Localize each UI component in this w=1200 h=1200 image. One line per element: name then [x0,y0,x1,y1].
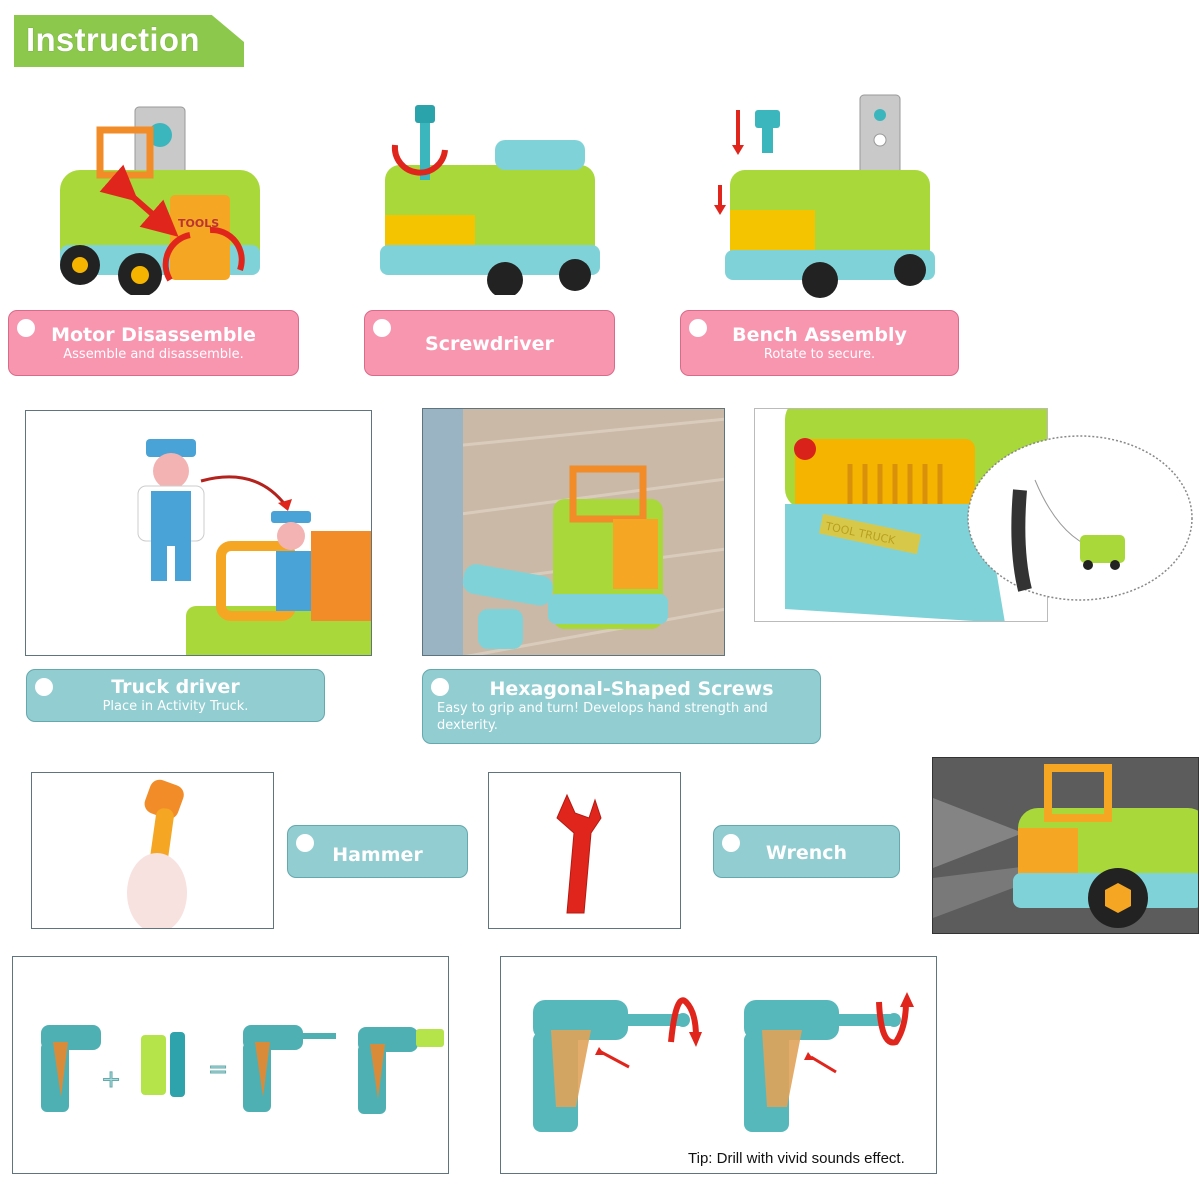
bullet-dot-icon [431,678,449,696]
equals-icon: = [208,1055,228,1083]
label-title: Motor Disassemble [51,324,256,346]
header-title: Instruction [26,21,200,58]
truck-driver-frame [25,410,372,656]
bullet-dot-icon [17,319,35,337]
label-screwdriver: Screwdriver [364,310,615,376]
drill-tip-text: Tip: Drill with vivid sounds effect. [688,1150,905,1167]
drill-rotation-frame: Tip: Drill with vivid sounds effect. [500,956,937,1174]
motor-disassemble-image: TOOLS [60,106,260,295]
tool-truck-closeup-frame: TOOL TRUCK [754,408,1048,622]
label-subtitle: Assemble and disassemble. [63,347,244,362]
hammer-frame [31,772,274,929]
label-hexagonal-screws: Hexagonal-Shaped Screws Easy to grip and… [422,669,821,744]
drill-attachments-image: + = [41,1025,444,1114]
plus-icon: + [101,1065,121,1093]
label-subtitle: Place in Activity Truck. [102,699,249,714]
label-subtitle: Easy to grip and turn! Develops hand str… [437,701,768,733]
label-title: Hammer [332,844,423,866]
bullet-dot-icon [689,319,707,337]
label-title: Wrench [765,842,848,864]
zoom-bubble [967,435,1193,601]
bullet-dot-icon [722,834,740,852]
hammer-image [127,779,187,928]
svg-text:TOOLS: TOOLS [178,217,219,230]
label-hammer: Hammer [287,825,468,878]
drill-attachments-frame: + = [12,956,449,1174]
headlight-truck-image [933,758,1198,933]
truck-driver-image [137,439,371,655]
headlight-frame [932,757,1199,934]
screwdriver-image [380,105,600,295]
bullet-dot-icon [373,319,391,337]
label-bench-assembly: Bench Assembly Rotate to secure. [680,310,959,376]
instruction-header: Instruction [14,15,244,67]
bullet-dot-icon [35,678,53,696]
label-title: Screwdriver [425,333,554,355]
label-wrench: Wrench [713,825,900,878]
drill-icon [41,1025,101,1112]
bullet-dot-icon [296,834,314,852]
wrench-image [556,793,602,914]
hexagonal-screws-frame [422,408,725,656]
label-truck-driver: Truck driver Place in Activity Truck. [26,669,325,722]
label-motor-disassemble: Motor Disassemble Assemble and disassemb… [8,310,299,376]
drill-rotation-image [533,992,914,1132]
bench-assembly-image [714,94,935,298]
label-title: Hexagonal-Shaped Screws [489,678,774,700]
label-subtitle: Rotate to secure. [763,347,876,362]
wrench-frame [488,772,681,929]
label-title: Truck driver [111,676,240,698]
child-playing-image [423,409,724,655]
label-title: Bench Assembly [732,324,907,346]
tool-truck-closeup-image: TOOL TRUCK [785,409,1047,621]
